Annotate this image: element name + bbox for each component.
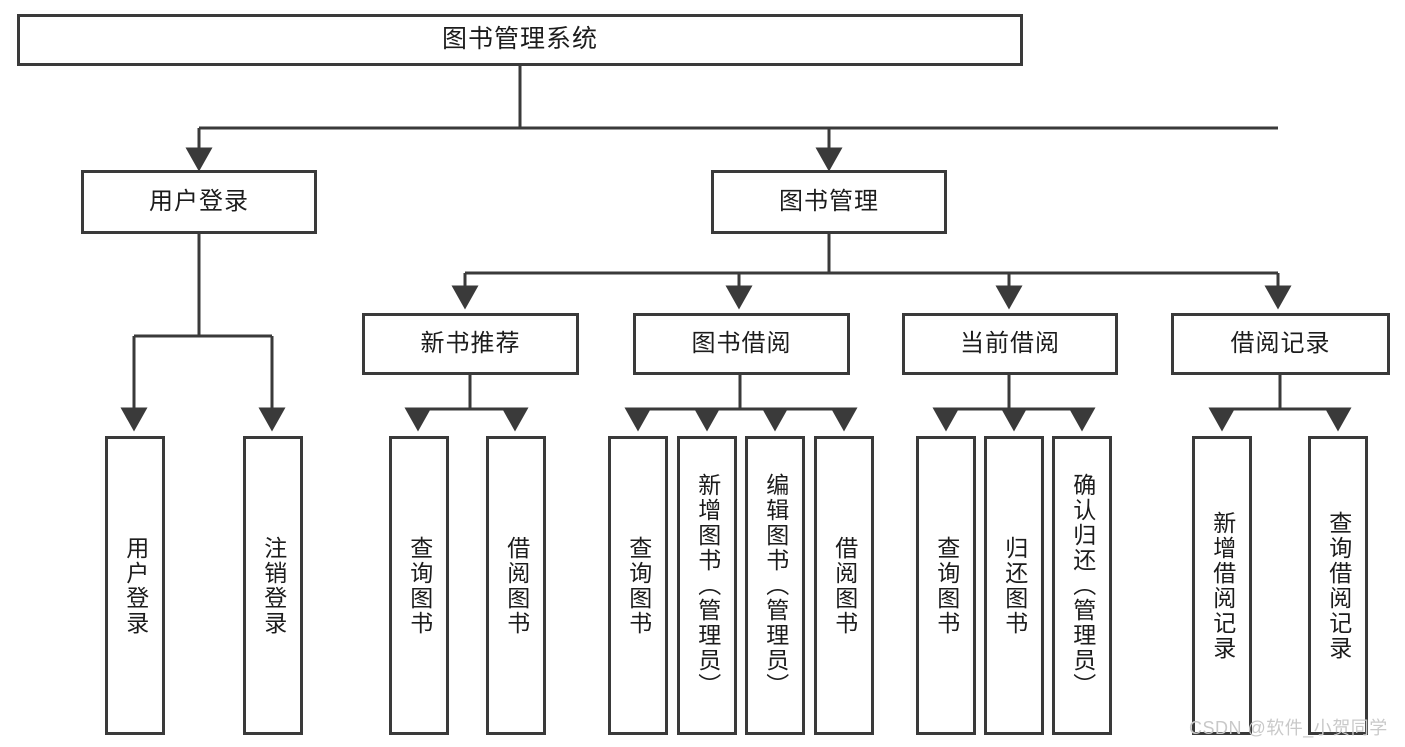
node-label: 当前借阅: [960, 329, 1060, 357]
leaf-query-book-borrow[interactable]: 查询图书: [608, 436, 668, 735]
leaf-label: 查询借阅记录: [1325, 510, 1352, 661]
node-book-borrow[interactable]: 图书借阅: [633, 313, 850, 375]
node-root-system[interactable]: 图书管理系统: [17, 14, 1023, 66]
leaf-label: 新增借阅记录: [1209, 510, 1236, 661]
leaf-label: 确认归还（管理员）: [1069, 473, 1096, 698]
leaf-confirm-return-admin[interactable]: 确认归还（管理员）: [1052, 436, 1112, 735]
node-borrow-records[interactable]: 借阅记录: [1171, 313, 1390, 375]
node-label: 用户登录: [149, 187, 249, 215]
leaf-label: 用户登录: [122, 535, 149, 636]
node-label: 图书管理系统: [441, 25, 598, 54]
leaf-borrow-book-recommend[interactable]: 借阅图书: [486, 436, 546, 735]
leaf-add-borrow-record[interactable]: 新增借阅记录: [1192, 436, 1252, 735]
node-user-login[interactable]: 用户登录: [81, 170, 317, 234]
leaf-label: 新增图书（管理员）: [694, 473, 721, 698]
leaf-return-book[interactable]: 归还图书: [984, 436, 1044, 735]
leaf-query-borrow-record[interactable]: 查询借阅记录: [1308, 436, 1368, 735]
watermark: CSDN @软件_小贺同学: [1189, 718, 1388, 738]
node-label: 图书管理: [779, 187, 879, 215]
node-label: 借阅记录: [1230, 329, 1331, 357]
leaf-label: 归还图书: [1001, 535, 1028, 636]
node-label: 新书推荐: [420, 329, 521, 357]
node-new-book-recommend[interactable]: 新书推荐: [362, 313, 579, 375]
leaf-label: 查询图书: [625, 535, 652, 636]
node-label: 图书借阅: [691, 329, 792, 357]
leaf-user-login[interactable]: 用户登录: [105, 436, 165, 735]
leaf-label: 查询图书: [406, 535, 433, 636]
leaf-add-book-admin[interactable]: 新增图书（管理员）: [677, 436, 737, 735]
node-current-borrow[interactable]: 当前借阅: [902, 313, 1118, 375]
leaf-label: 借阅图书: [831, 535, 858, 636]
leaf-query-book-current[interactable]: 查询图书: [916, 436, 976, 735]
leaf-borrow-book[interactable]: 借阅图书: [814, 436, 874, 735]
leaf-label: 查询图书: [933, 535, 960, 636]
leaf-query-book-recommend[interactable]: 查询图书: [389, 436, 449, 735]
leaf-label: 编辑图书（管理员）: [762, 473, 789, 698]
leaf-label: 借阅图书: [503, 535, 530, 636]
leaf-edit-book-admin[interactable]: 编辑图书（管理员）: [745, 436, 805, 735]
leaf-label: 注销登录: [260, 535, 287, 636]
node-book-management[interactable]: 图书管理: [711, 170, 947, 234]
leaf-logout[interactable]: 注销登录: [243, 436, 303, 735]
